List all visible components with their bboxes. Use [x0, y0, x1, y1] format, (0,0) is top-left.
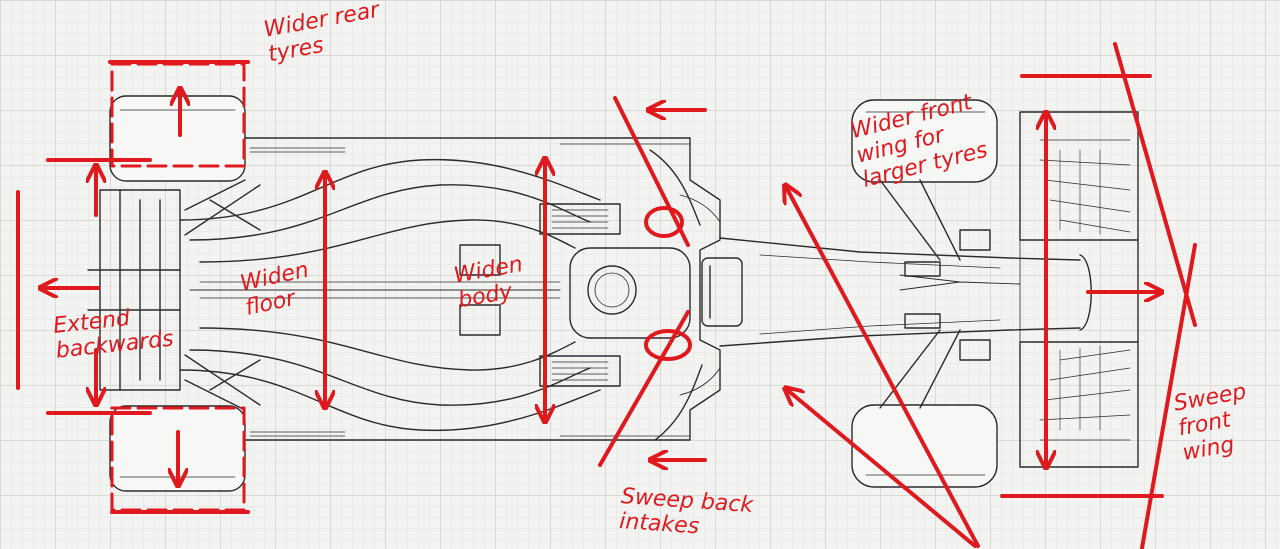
- nose-chassis: [719, 237, 1081, 347]
- rear-wing: [99, 189, 181, 391]
- label-sweep-back-intakes: Sweep back intakes: [618, 484, 754, 540]
- cockpit: [569, 247, 691, 339]
- label-sweep-front-wing: Sweep front wing: [1172, 379, 1249, 466]
- front-wing-top: [1019, 111, 1139, 241]
- driver-helmet: [587, 265, 637, 315]
- front-wing-bottom: [1019, 341, 1139, 468]
- front-tyre-top: [851, 99, 998, 183]
- floor-outline: [244, 137, 721, 441]
- rear-tyre-top: [109, 95, 246, 182]
- red-annotations: [16, 42, 1197, 549]
